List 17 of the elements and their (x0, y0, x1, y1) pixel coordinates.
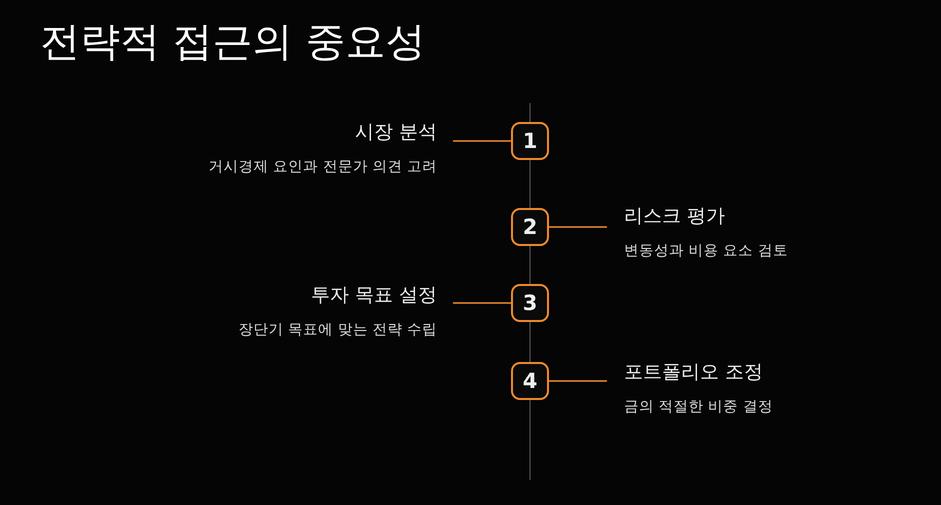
step-number: 4 (511, 362, 549, 400)
step-heading: 시장 분석 (354, 120, 437, 145)
step-number: 1 (511, 122, 549, 160)
connector-line (453, 302, 511, 304)
step-description: 거시경제 요인과 전문가 의견 고려 (208, 158, 437, 177)
connector-line (453, 140, 511, 142)
title: 전략적 접근의 중요성 (40, 18, 426, 67)
step-heading: 포트폴리오 조정 (624, 360, 764, 385)
step-description: 금의 적절한 비중 결정 (624, 398, 773, 417)
connector-line (549, 226, 607, 228)
step-number: 2 (511, 208, 549, 246)
step-heading: 리스크 평가 (624, 204, 726, 229)
step-heading: 투자 목표 설정 (310, 283, 437, 308)
connector-line (549, 380, 607, 382)
step-description: 변동성과 비용 요소 검토 (624, 242, 788, 261)
step-description: 장단기 목표에 맞는 전략 수립 (238, 321, 437, 340)
step-number: 3 (511, 284, 549, 322)
